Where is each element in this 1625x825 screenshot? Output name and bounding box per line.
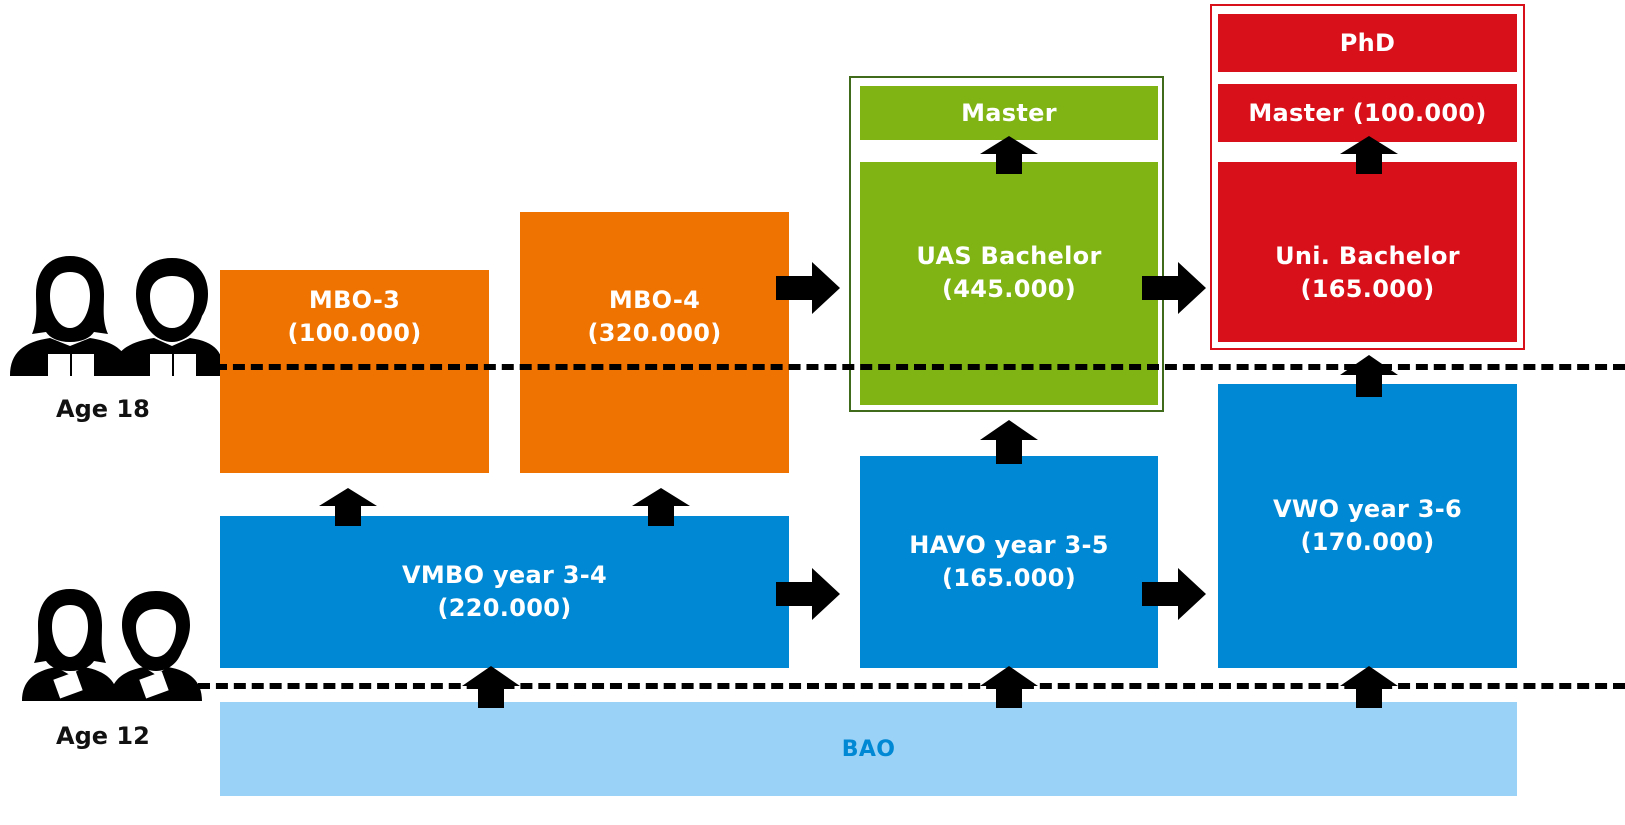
vwo-count: (170.000)	[1300, 528, 1435, 556]
mbo4-count: (320.000)	[587, 319, 722, 347]
arrow-up-icon	[1340, 355, 1398, 397]
vmbo-name: VMBO year 3-4	[401, 561, 608, 589]
arrow-up-icon	[1340, 136, 1398, 174]
arrow-right-icon	[1142, 568, 1206, 620]
arrow-up-icon	[980, 666, 1038, 708]
arrow-up-icon	[462, 666, 520, 708]
uni-bachelor-count: (165.000)	[1300, 275, 1435, 303]
phd-box: PhD	[1218, 14, 1517, 72]
arrow-right-icon	[776, 262, 840, 314]
uni-bachelor-name: Uni. Bachelor	[1275, 242, 1460, 270]
uni-bachelor-box: Uni. Bachelor (165.000)	[1218, 162, 1517, 342]
arrow-up-icon	[632, 488, 690, 526]
uas-master-box: Master	[860, 86, 1158, 140]
mbo4-box: MBO-4 (320.000)	[520, 212, 789, 473]
arrow-right-icon	[776, 568, 840, 620]
havo-box: HAVO year 3-5 (165.000)	[860, 456, 1158, 668]
mbo3-box: MBO-3 (100.000)	[220, 270, 489, 473]
bao-box: BAO	[220, 702, 1517, 796]
mbo3-count: (100.000)	[287, 319, 422, 347]
uni-master-box: Master (100.000)	[1218, 84, 1517, 142]
vwo-box: VWO year 3-6 (170.000)	[1218, 384, 1517, 668]
age-18-label: Age 18	[56, 395, 150, 423]
arrow-up-icon	[980, 420, 1038, 464]
bao-label: BAO	[841, 736, 896, 762]
age-12-line	[198, 683, 1625, 689]
age-18-line	[215, 364, 1625, 370]
havo-name: HAVO year 3-5	[909, 531, 1109, 559]
students-writing-icon	[22, 589, 202, 701]
uas-bachelor-count: (445.000)	[942, 275, 1076, 303]
mbo3-name: MBO-3	[308, 286, 401, 314]
vmbo-count: (220.000)	[437, 594, 572, 622]
mbo4-name: MBO-4	[608, 286, 701, 314]
uas-master-label: Master	[961, 98, 1057, 127]
phd-label: PhD	[1339, 28, 1396, 57]
arrow-up-icon	[319, 488, 377, 526]
havo-count: (165.000)	[942, 564, 1076, 592]
uas-bachelor-name: UAS Bachelor	[916, 242, 1102, 270]
vmbo-box: VMBO year 3-4 (220.000)	[220, 516, 789, 668]
age-12-label: Age 12	[56, 722, 150, 750]
university-frame	[1210, 4, 1525, 350]
students-reading-icon	[10, 256, 224, 376]
arrow-up-icon	[1340, 666, 1398, 708]
uni-master-label: Master (100.000)	[1248, 98, 1487, 127]
arrow-up-icon	[980, 136, 1038, 174]
arrow-right-icon	[1142, 262, 1206, 314]
uas-frame	[849, 76, 1164, 412]
vwo-name: VWO year 3-6	[1272, 495, 1463, 523]
